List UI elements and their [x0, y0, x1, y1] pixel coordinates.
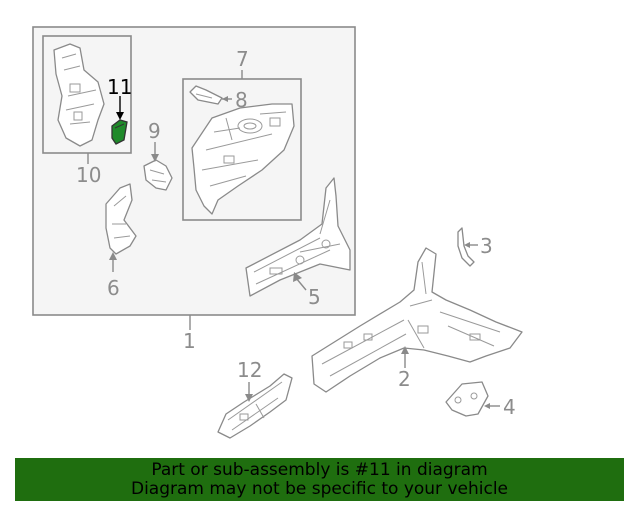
callout-11: 11: [107, 75, 132, 99]
callout-2: 2: [398, 367, 411, 391]
banner-line-1: Part or sub-assembly is #11 in diagram: [151, 459, 488, 480]
callout-5: 5: [308, 285, 321, 309]
part-10-bracket: [53, 43, 105, 147]
part-6-bracket: [105, 183, 137, 255]
callout-7: 7: [236, 47, 249, 71]
callout-3: 3: [480, 234, 493, 258]
callout-9: 9: [148, 119, 161, 143]
part-7-strut-tower: [191, 103, 295, 215]
callout-1: 1: [183, 329, 196, 353]
info-banner: Part or sub-assembly is #11 in diagram D…: [15, 458, 624, 501]
part-2-frame-rail: [311, 247, 523, 393]
part-8-bracket: [189, 85, 223, 105]
part-9-bracket: [143, 159, 173, 191]
part-12-rail: [217, 373, 293, 439]
part-3-bracket: [457, 227, 475, 267]
callout-6: 6: [107, 276, 120, 300]
callout-10: 10: [76, 163, 101, 187]
callout-4: 4: [503, 395, 516, 419]
callout-8: 8: [235, 88, 248, 112]
banner-line-2: Diagram may not be specific to your vehi…: [130, 478, 508, 499]
part-5-apron: [245, 177, 351, 297]
subgroup-10-box: [42, 35, 132, 154]
callout-12: 12: [237, 358, 262, 382]
part-4-bracket: [445, 381, 489, 417]
